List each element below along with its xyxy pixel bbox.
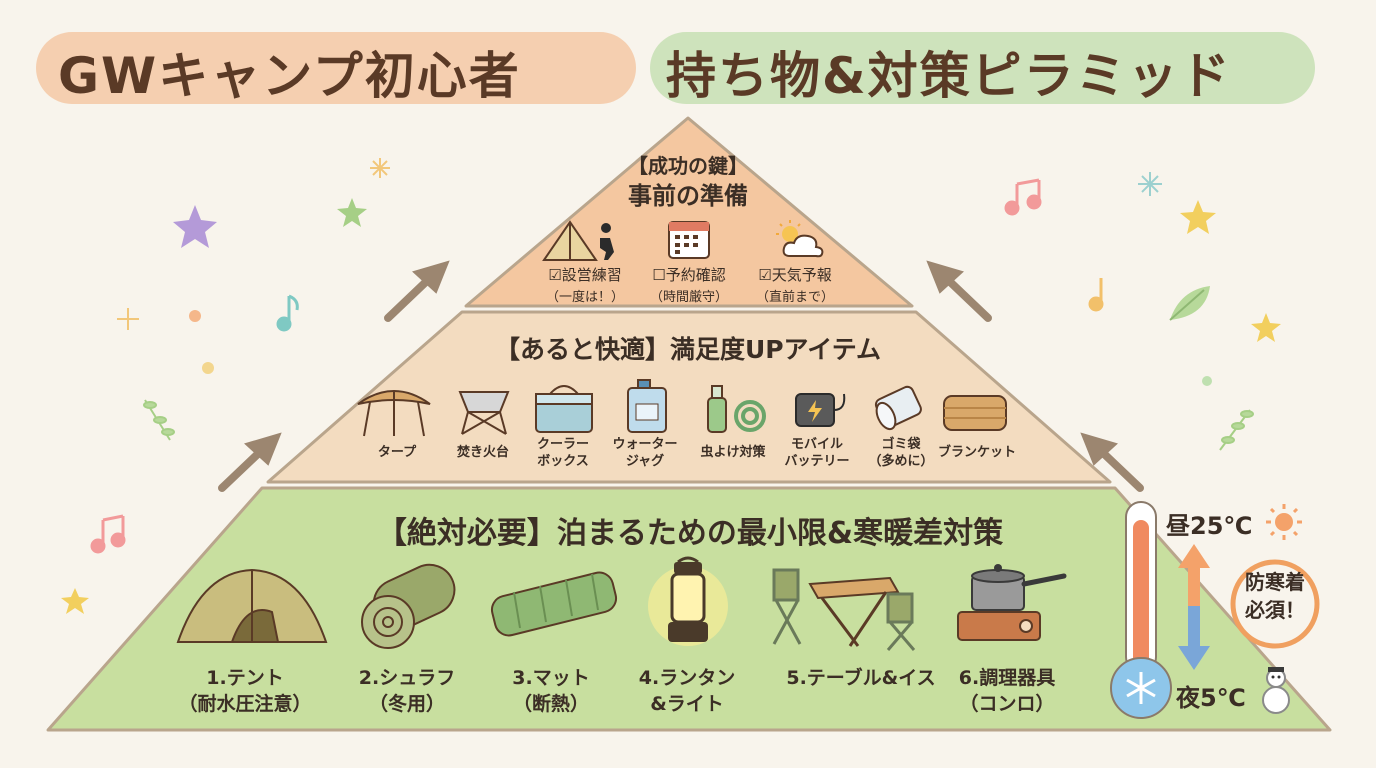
- bug-repellent-icon: [707, 385, 766, 433]
- star-icon: [61, 588, 89, 614]
- checklist-sub-setup: （一度は！）: [545, 290, 624, 305]
- mat-icon: [490, 571, 618, 637]
- branch-icon: [1219, 409, 1254, 451]
- item-label-mat: 3.マット （断熱）: [512, 667, 590, 715]
- checklist-label: 天気予報: [771, 266, 832, 284]
- checklist-item-reservation: ☐予約確認: [634, 264, 744, 285]
- temperature-arrow-icon: [1178, 544, 1210, 670]
- checkbox-icon: ☑: [758, 266, 772, 284]
- dot-decoration: [189, 310, 201, 322]
- checklist-item-weather: ☑天気予報: [740, 264, 850, 285]
- warm-clothes-warning: 防寒着 必須！: [1245, 570, 1305, 622]
- checkbox-icon: ☑: [548, 266, 562, 284]
- snowman-icon: [1262, 667, 1290, 714]
- dot-decoration: [202, 362, 214, 374]
- tarp-icon: [357, 390, 431, 437]
- blanket-icon: [943, 395, 1007, 431]
- table-chair-icon: [772, 568, 916, 651]
- leaf-icon: [1169, 286, 1210, 321]
- music-note-icon: [1004, 178, 1042, 216]
- tent-practice-icon: [542, 220, 614, 261]
- arrow-icon: [1080, 432, 1144, 492]
- checklist-label: 設営練習: [561, 266, 622, 284]
- trash-bag-icon: [874, 385, 922, 431]
- checklist-item-setup: ☑設営練習: [530, 264, 640, 285]
- sparkle-icon: [117, 308, 139, 330]
- dot-decoration: [1202, 376, 1212, 386]
- star-icon: [173, 205, 217, 248]
- arrow-icon: [218, 432, 282, 492]
- mobile-battery-icon: [795, 393, 846, 427]
- arrow-icon: [926, 260, 992, 322]
- item-label-tent: 1.テント （耐水圧注意）: [178, 667, 312, 715]
- item-label-table-chair: 5.テーブル&イス: [786, 667, 936, 689]
- sun-icon: [1266, 504, 1302, 540]
- thermometer-icon: [1110, 501, 1172, 719]
- music-note-icon: [90, 514, 126, 554]
- lantern-icon: [648, 556, 728, 646]
- top-tier-heading: 事前の準備: [628, 182, 748, 210]
- title-part-2: 持ち物&対策ピラミッド: [666, 47, 1232, 105]
- item-label-blanket: ブランケット: [937, 445, 1016, 460]
- checklist-label: 予約確認: [665, 266, 726, 284]
- star-icon: [1180, 200, 1216, 234]
- arrow-icon: [384, 260, 450, 322]
- stove-icon: [957, 564, 1067, 641]
- top-tier-tag: 【成功の鍵】: [628, 154, 748, 178]
- warning-circle: [1230, 559, 1320, 649]
- music-note-icon: [1088, 278, 1104, 312]
- bottom-tier-heading: 【絶対必要】泊まるための最小限&寒暖差対策: [376, 516, 1004, 551]
- item-label-fire-pit: 焚き火台: [456, 445, 509, 460]
- middle-tier-heading: 【あると快適】満足度UPアイテム: [494, 335, 882, 364]
- checkbox-icon: ☐: [652, 266, 666, 284]
- star-icon: [1251, 313, 1281, 342]
- item-label-cooler-box: クーラー ボックス: [536, 437, 589, 469]
- title-highlight-green: [650, 32, 1315, 104]
- item-label-lantern: 4.ランタン &ライト: [638, 667, 736, 715]
- fire-pit-icon: [458, 391, 510, 435]
- tent-icon: [176, 568, 328, 643]
- branch-icon: [143, 399, 175, 441]
- pyramid-tier-middle: [266, 310, 1112, 484]
- weather-icon: [776, 220, 824, 258]
- star-icon: [337, 198, 367, 227]
- item-label-water-jug: ウォーター ジャグ: [612, 437, 678, 469]
- cooler-box-icon: [535, 385, 593, 433]
- calendar-icon: [668, 221, 710, 259]
- music-note-icon: [276, 294, 299, 332]
- item-label-sleeping-bag: 2.シュラフ （冬用）: [358, 667, 456, 715]
- title-banner: GWキャンプ初心者 持ち物&対策ピラミッド: [0, 28, 1376, 108]
- title-highlight-orange: [36, 32, 636, 104]
- item-label-tarp: タープ: [377, 445, 417, 460]
- item-label-bug-repellent: 虫よけ対策: [700, 445, 766, 460]
- sleeping-bag-icon: [361, 563, 456, 649]
- item-label-mobile-battery: モバイル バッテリー: [784, 437, 850, 469]
- sparkle-icon: [370, 158, 390, 178]
- item-label-trash-bag: ゴミ袋 （多めに）: [868, 437, 934, 469]
- checklist-sub-reservation: （時間厳守）: [649, 290, 728, 305]
- title-part-1: GWキャンプ初心者: [58, 47, 521, 105]
- day-temperature: 昼25℃: [1166, 512, 1253, 540]
- water-jug-icon: [627, 379, 667, 433]
- night-temperature: 夜5℃: [1176, 684, 1246, 712]
- checklist-sub-weather: （直前まで）: [755, 290, 834, 305]
- sparkle-icon: [1138, 172, 1162, 196]
- item-label-stove: 6.調理器具 （コンロ）: [958, 667, 1056, 715]
